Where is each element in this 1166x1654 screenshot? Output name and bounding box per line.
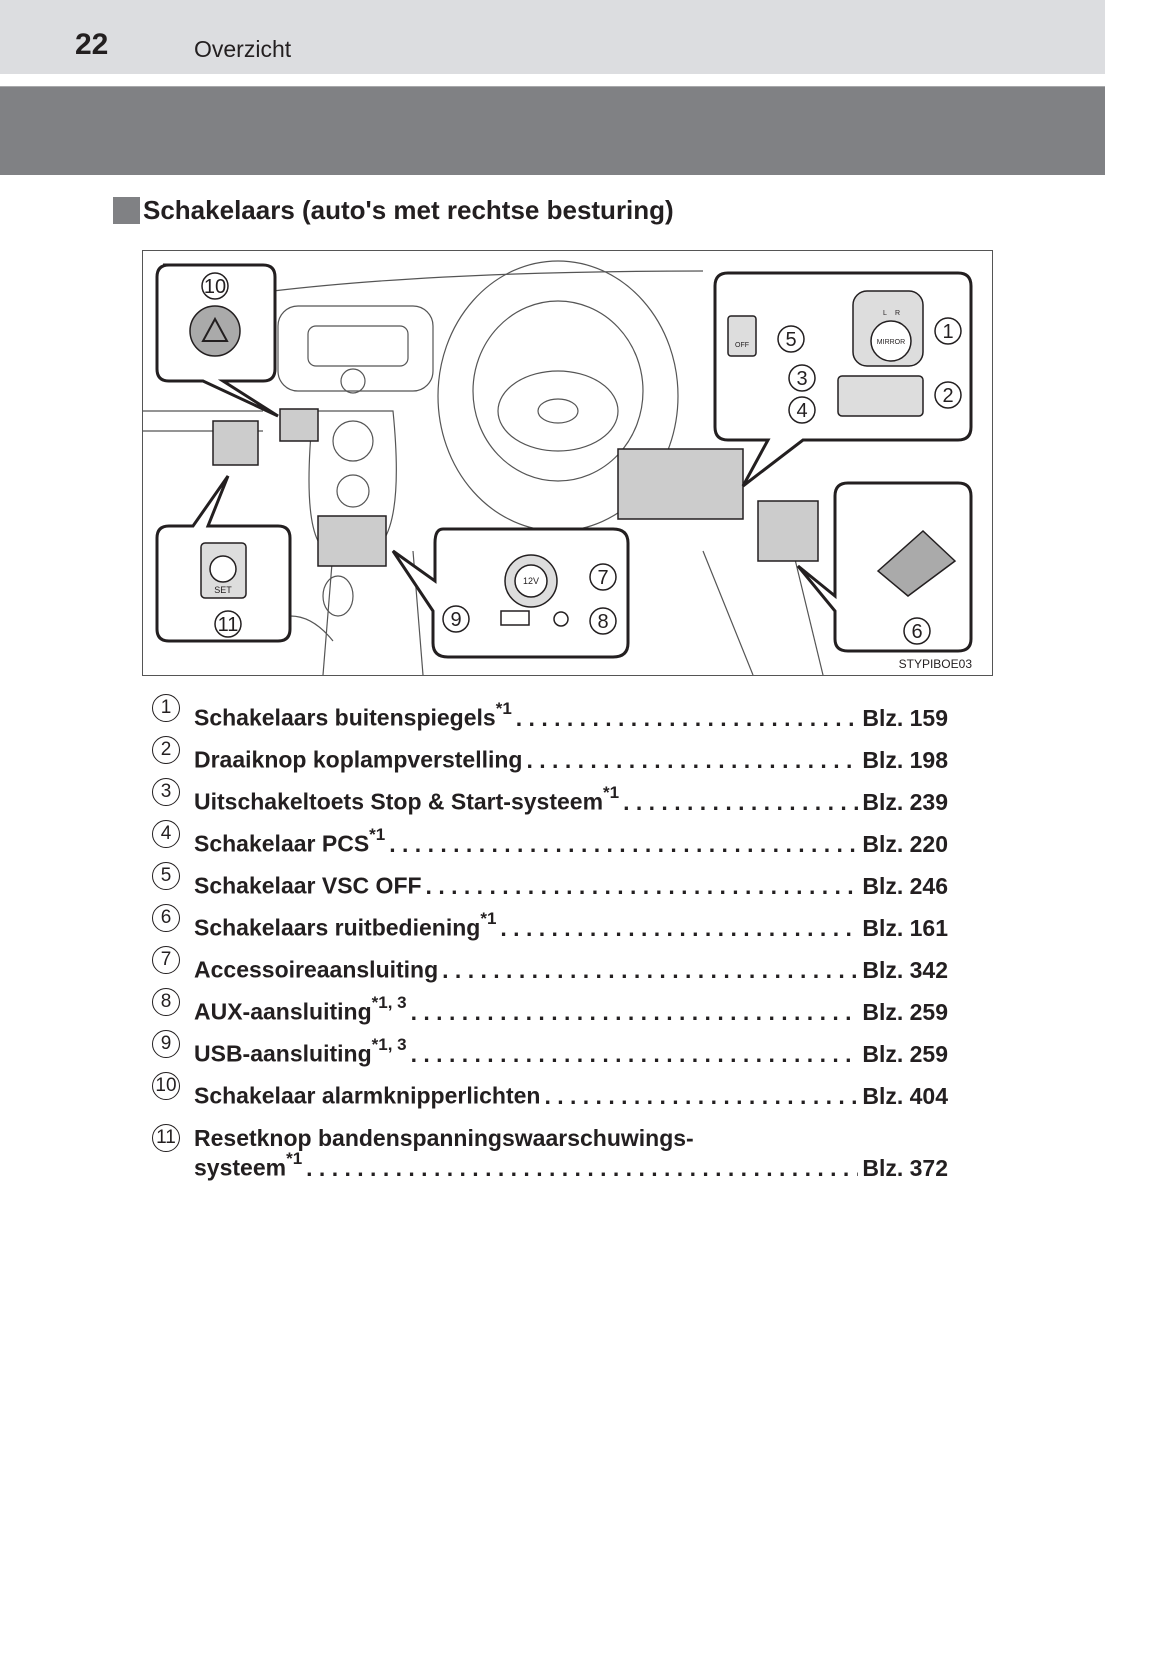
item-label: Schakelaars buitenspiegels*1 <box>194 699 512 731</box>
item-number: 4 <box>152 820 180 848</box>
switches-illustration: SET 12V OFF MIRROR L R 10 11 <box>142 250 993 676</box>
list-item: 10 Schakelaar alarmknipperlichten Blz. 4… <box>152 1068 948 1110</box>
svg-text:10: 10 <box>204 276 226 298</box>
item-label: Schakelaar PCS*1 <box>194 825 386 857</box>
page-reference[interactable]: Blz. 342 <box>862 957 948 983</box>
mirror-r-label: R <box>895 310 900 317</box>
page-reference[interactable]: Blz. 220 <box>862 831 948 857</box>
item-number: 6 <box>152 904 180 932</box>
svg-text:6: 6 <box>911 621 922 643</box>
dot-leader <box>516 705 859 732</box>
vsc-off-label: OFF <box>735 342 749 349</box>
page-reference[interactable]: Blz. 404 <box>862 1083 948 1109</box>
item-label: USB-aansluiting*1, 3 <box>194 1035 407 1067</box>
item-number: 8 <box>152 988 180 1016</box>
list-item: 9 USB-aansluiting*1, 3 Blz. 259 <box>152 1026 948 1068</box>
item-label: Draaiknop koplampverstelling <box>194 747 523 773</box>
callout-number-11: 11 <box>214 610 242 638</box>
page-reference[interactable]: Blz. 259 <box>862 999 948 1025</box>
svg-text:5: 5 <box>785 329 796 351</box>
heading-marker <box>113 197 140 224</box>
list-item: 7 Accessoireaansluiting Blz. 342 <box>152 942 948 984</box>
page-reference[interactable]: Blz. 246 <box>862 873 948 899</box>
item-number: 7 <box>152 946 180 974</box>
item-number: 10 <box>152 1072 180 1100</box>
dot-leader <box>411 1041 859 1068</box>
list-item: 3 Uitschakeltoets Stop & Start-systeem*1… <box>152 774 948 816</box>
section-title: Overzicht <box>194 36 292 62</box>
dot-leader <box>306 1155 858 1182</box>
dot-leader <box>389 831 858 858</box>
list-item: 2 Draaiknop koplampverstelling Blz. 198 <box>152 732 948 774</box>
page-reference[interactable]: Blz. 198 <box>862 747 948 773</box>
svg-text:7: 7 <box>597 567 608 589</box>
svg-text:8: 8 <box>597 611 608 633</box>
item-number: 1 <box>152 694 180 722</box>
item-number: 2 <box>152 736 180 764</box>
item-number: 5 <box>152 862 180 890</box>
switch-list: 1 Schakelaars buitenspiegels*1 Blz. 1592… <box>152 690 948 1182</box>
list-item: 11 Resetknop bandenspanningswaarschuwings… <box>152 1120 948 1182</box>
callout-sockets: 12V <box>391 527 630 659</box>
page-reference[interactable]: Blz. 372 <box>862 1154 948 1181</box>
list-item: 4 Schakelaar PCS*1 Blz. 220 <box>152 816 948 858</box>
item-label: Accessoireaansluiting <box>194 957 439 983</box>
callout-number-9: 9 <box>442 605 470 633</box>
list-item: 6 Schakelaars ruitbediening*1 Blz. 161 <box>152 900 948 942</box>
callout-number-6: 6 <box>903 617 931 645</box>
svg-text:3: 3 <box>796 368 807 390</box>
page-reference[interactable]: Blz. 239 <box>862 789 948 815</box>
callout-number-8: 8 <box>589 607 617 635</box>
svg-text:4: 4 <box>796 400 807 422</box>
callout-tire-reset: SET <box>155 475 292 643</box>
dot-leader <box>500 915 858 942</box>
dot-leader <box>544 1083 858 1110</box>
callout-number-10: 10 <box>201 272 229 300</box>
page-reference[interactable]: Blz. 161 <box>862 915 948 941</box>
page-reference[interactable]: Blz. 259 <box>862 1041 948 1067</box>
item-label-cont: systeem*1 <box>194 1149 303 1181</box>
item-label: Schakelaars ruitbediening*1 <box>194 909 497 941</box>
set-label: SET <box>214 585 232 595</box>
item-label: Schakelaar alarmknipperlichten <box>194 1083 541 1109</box>
svg-text:9: 9 <box>450 609 461 631</box>
dot-leader <box>526 747 858 774</box>
callout-number-3: 3 <box>788 364 816 392</box>
item-label: Schakelaar VSC OFF <box>194 873 422 899</box>
callout-number-4: 4 <box>788 396 816 424</box>
list-item: 5 Schakelaar VSC OFF Blz. 246 <box>152 858 948 900</box>
callout-number-7: 7 <box>589 563 617 591</box>
item-number: 3 <box>152 778 180 806</box>
callout-window-switches <box>796 481 973 653</box>
callout-number-1: 1 <box>934 317 962 345</box>
callout-right-switches: OFF MIRROR L R <box>713 271 973 488</box>
item-label: Resetknop bandenspanningswaarschuwings- <box>194 1125 694 1151</box>
callout-hazard <box>155 263 279 418</box>
dot-leader <box>411 999 859 1026</box>
item-number: 9 <box>152 1030 180 1058</box>
svg-text:2: 2 <box>942 385 953 407</box>
item-label: AUX-aansluiting*1, 3 <box>194 993 407 1025</box>
heading-text: Schakelaars (auto's met rechtse besturin… <box>143 195 674 225</box>
section-heading: Schakelaars (auto's met rechtse besturin… <box>113 195 674 226</box>
svg-text:11: 11 <box>218 614 239 636</box>
mirror-label: MIRROR <box>877 339 905 346</box>
callout-number-2: 2 <box>934 381 962 409</box>
list-item: 1 Schakelaars buitenspiegels*1 Blz. 159 <box>152 690 948 732</box>
list-item: 8 AUX-aansluiting*1, 3 Blz. 259 <box>152 984 948 1026</box>
dot-leader <box>623 789 858 816</box>
page-reference[interactable]: Blz. 159 <box>862 705 948 731</box>
callout-number-5: 5 <box>777 325 805 353</box>
page-number: 22 <box>75 28 109 61</box>
svg-text:1: 1 <box>942 321 953 343</box>
figure-code: STYPIBOE03 <box>898 657 972 671</box>
header-band <box>0 86 1105 175</box>
page-header: 22 Overzicht <box>0 0 1105 74</box>
socket-label: 12V <box>523 576 539 586</box>
item-number: 11 <box>152 1124 180 1152</box>
dot-leader <box>442 957 858 984</box>
item-label: Uitschakeltoets Stop & Start-systeem*1 <box>194 783 620 815</box>
mirror-l-label: L <box>883 310 887 317</box>
dot-leader <box>426 873 859 900</box>
